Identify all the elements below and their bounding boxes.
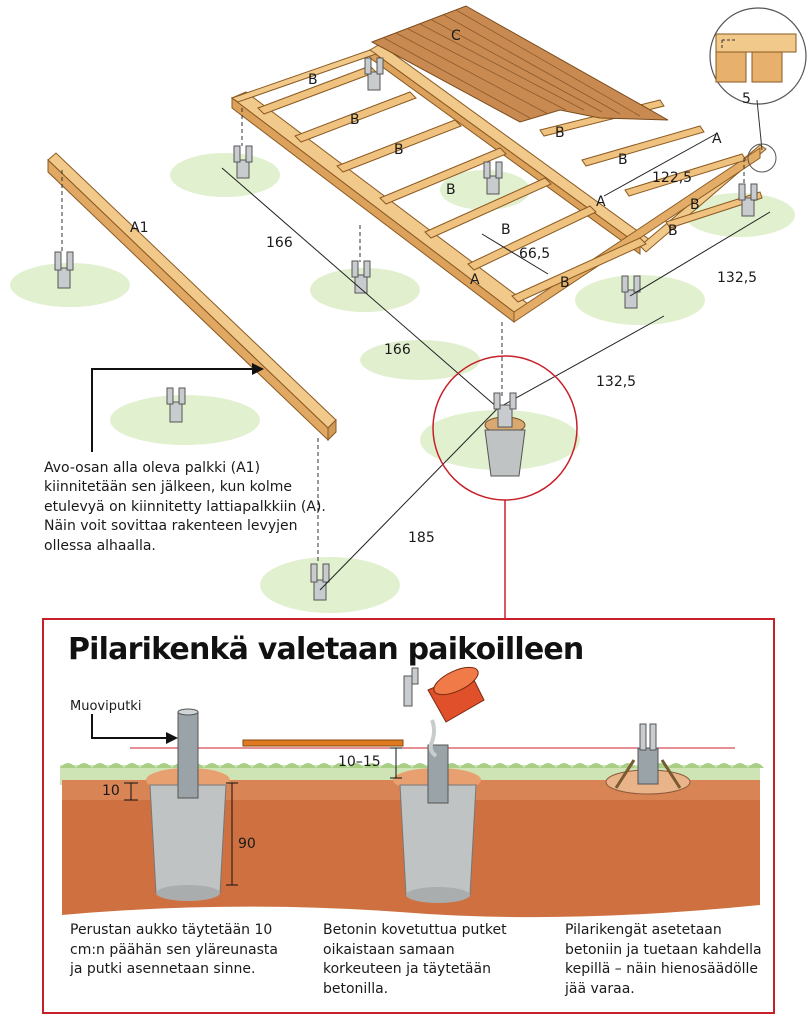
casting-panel xyxy=(42,618,775,1014)
callout-arrow xyxy=(91,363,264,452)
foundation-cross-section: 10 90 10–15 xyxy=(60,666,764,918)
label-b: B xyxy=(394,142,404,158)
highlight-circle xyxy=(432,355,578,618)
dimension-166: 166 xyxy=(384,342,411,358)
dimension-132-5: 132,5 xyxy=(596,374,636,390)
callout-text: Avo-osan alla oleva palkki (A1) kiinnite… xyxy=(44,460,326,554)
dimension-lines xyxy=(221,133,771,591)
label-a: A xyxy=(470,272,480,288)
label-b: B xyxy=(350,112,360,128)
dimension-values: 166 166 66,5 122,5 132,5 132,5 185 5 xyxy=(266,91,757,546)
dimension-90: 90 xyxy=(238,836,256,852)
dimension-166: 166 xyxy=(266,235,293,251)
cross-joists-b xyxy=(257,65,763,303)
step-3-caption: Pilarikengät asetetaan betoniin ja tueta… xyxy=(565,922,762,997)
dimension-185: 185 xyxy=(408,530,435,546)
dimension-10-15: 10–15 xyxy=(338,754,381,770)
plumb-lines xyxy=(61,108,745,562)
label-b: B xyxy=(618,152,628,168)
frame-beams-a xyxy=(230,43,767,324)
label-a1: A1 xyxy=(130,220,148,236)
post-shoe xyxy=(621,275,641,309)
dimension-122-5: 122,5 xyxy=(652,170,692,186)
post-shoe xyxy=(54,251,74,289)
dimension-66-5: 66,5 xyxy=(519,246,550,262)
label-b: B xyxy=(555,125,565,141)
label-c: C xyxy=(451,28,461,44)
dimension-132-5: 132,5 xyxy=(717,270,757,286)
panel-title: Pilarikenkä valetaan paikoilleen xyxy=(68,632,584,667)
step-1-caption: Perustan aukko täytetään 10 cm:n päähän … xyxy=(70,922,278,978)
label-b: B xyxy=(308,72,318,88)
part-labels: C A1 A A A B B B B B B B B B B xyxy=(130,28,722,291)
dimension-5: 5 xyxy=(742,91,751,107)
joint-detail-inset xyxy=(709,7,807,173)
deck-boards-c xyxy=(370,5,669,123)
label-b: B xyxy=(560,275,570,291)
post-shoe xyxy=(351,260,371,294)
label-b: B xyxy=(668,223,678,239)
post-shoe xyxy=(364,57,384,91)
label-b: B xyxy=(690,197,700,213)
post-shoe xyxy=(483,161,503,195)
post-shoe xyxy=(738,183,758,217)
dimension-10: 10 xyxy=(102,783,120,799)
post-shoes xyxy=(54,57,758,601)
post-shoe xyxy=(233,145,253,179)
post-shoe xyxy=(166,387,186,423)
label-a: A xyxy=(596,194,606,210)
label-b: B xyxy=(446,182,456,198)
step-2-caption: Betonin kovetuttua putket oikaistaan sam… xyxy=(323,922,507,997)
pipe-label: Muoviputki xyxy=(70,699,142,714)
label-b: B xyxy=(501,222,511,238)
label-a: A xyxy=(712,131,722,147)
